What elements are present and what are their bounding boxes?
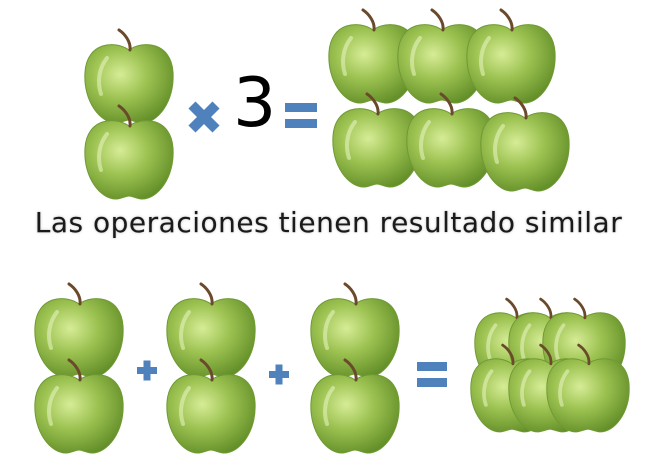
apple-icon [466,8,556,106]
apple-stack-multiplicand [84,28,174,202]
apple-icon [34,282,124,380]
multiplier-value: 3 [233,64,277,143]
apple-icon [34,358,124,456]
equals-icon [285,103,317,128]
multiply-icon [188,101,220,133]
multiplication-equation [84,8,570,202]
apple-icon [166,358,256,456]
plus-icon [269,364,289,385]
addition-equation [34,282,630,456]
apple-group-product [328,8,570,194]
apple-icon [166,282,256,380]
apple-stack-addend-1 [34,282,124,456]
apple-icon [84,104,174,202]
apple-icon [84,28,174,126]
caption-text: Las operaciones tienen resultado similar [34,206,623,239]
apple-group-sum [470,297,630,434]
apple-icon [310,358,400,456]
apple-stack-addend-2 [166,282,256,456]
apple-stack-addend-3 [310,282,400,456]
equals-icon [417,362,447,387]
apple-icon [310,282,400,380]
apple-icon [480,96,570,194]
plus-icon [137,360,157,381]
